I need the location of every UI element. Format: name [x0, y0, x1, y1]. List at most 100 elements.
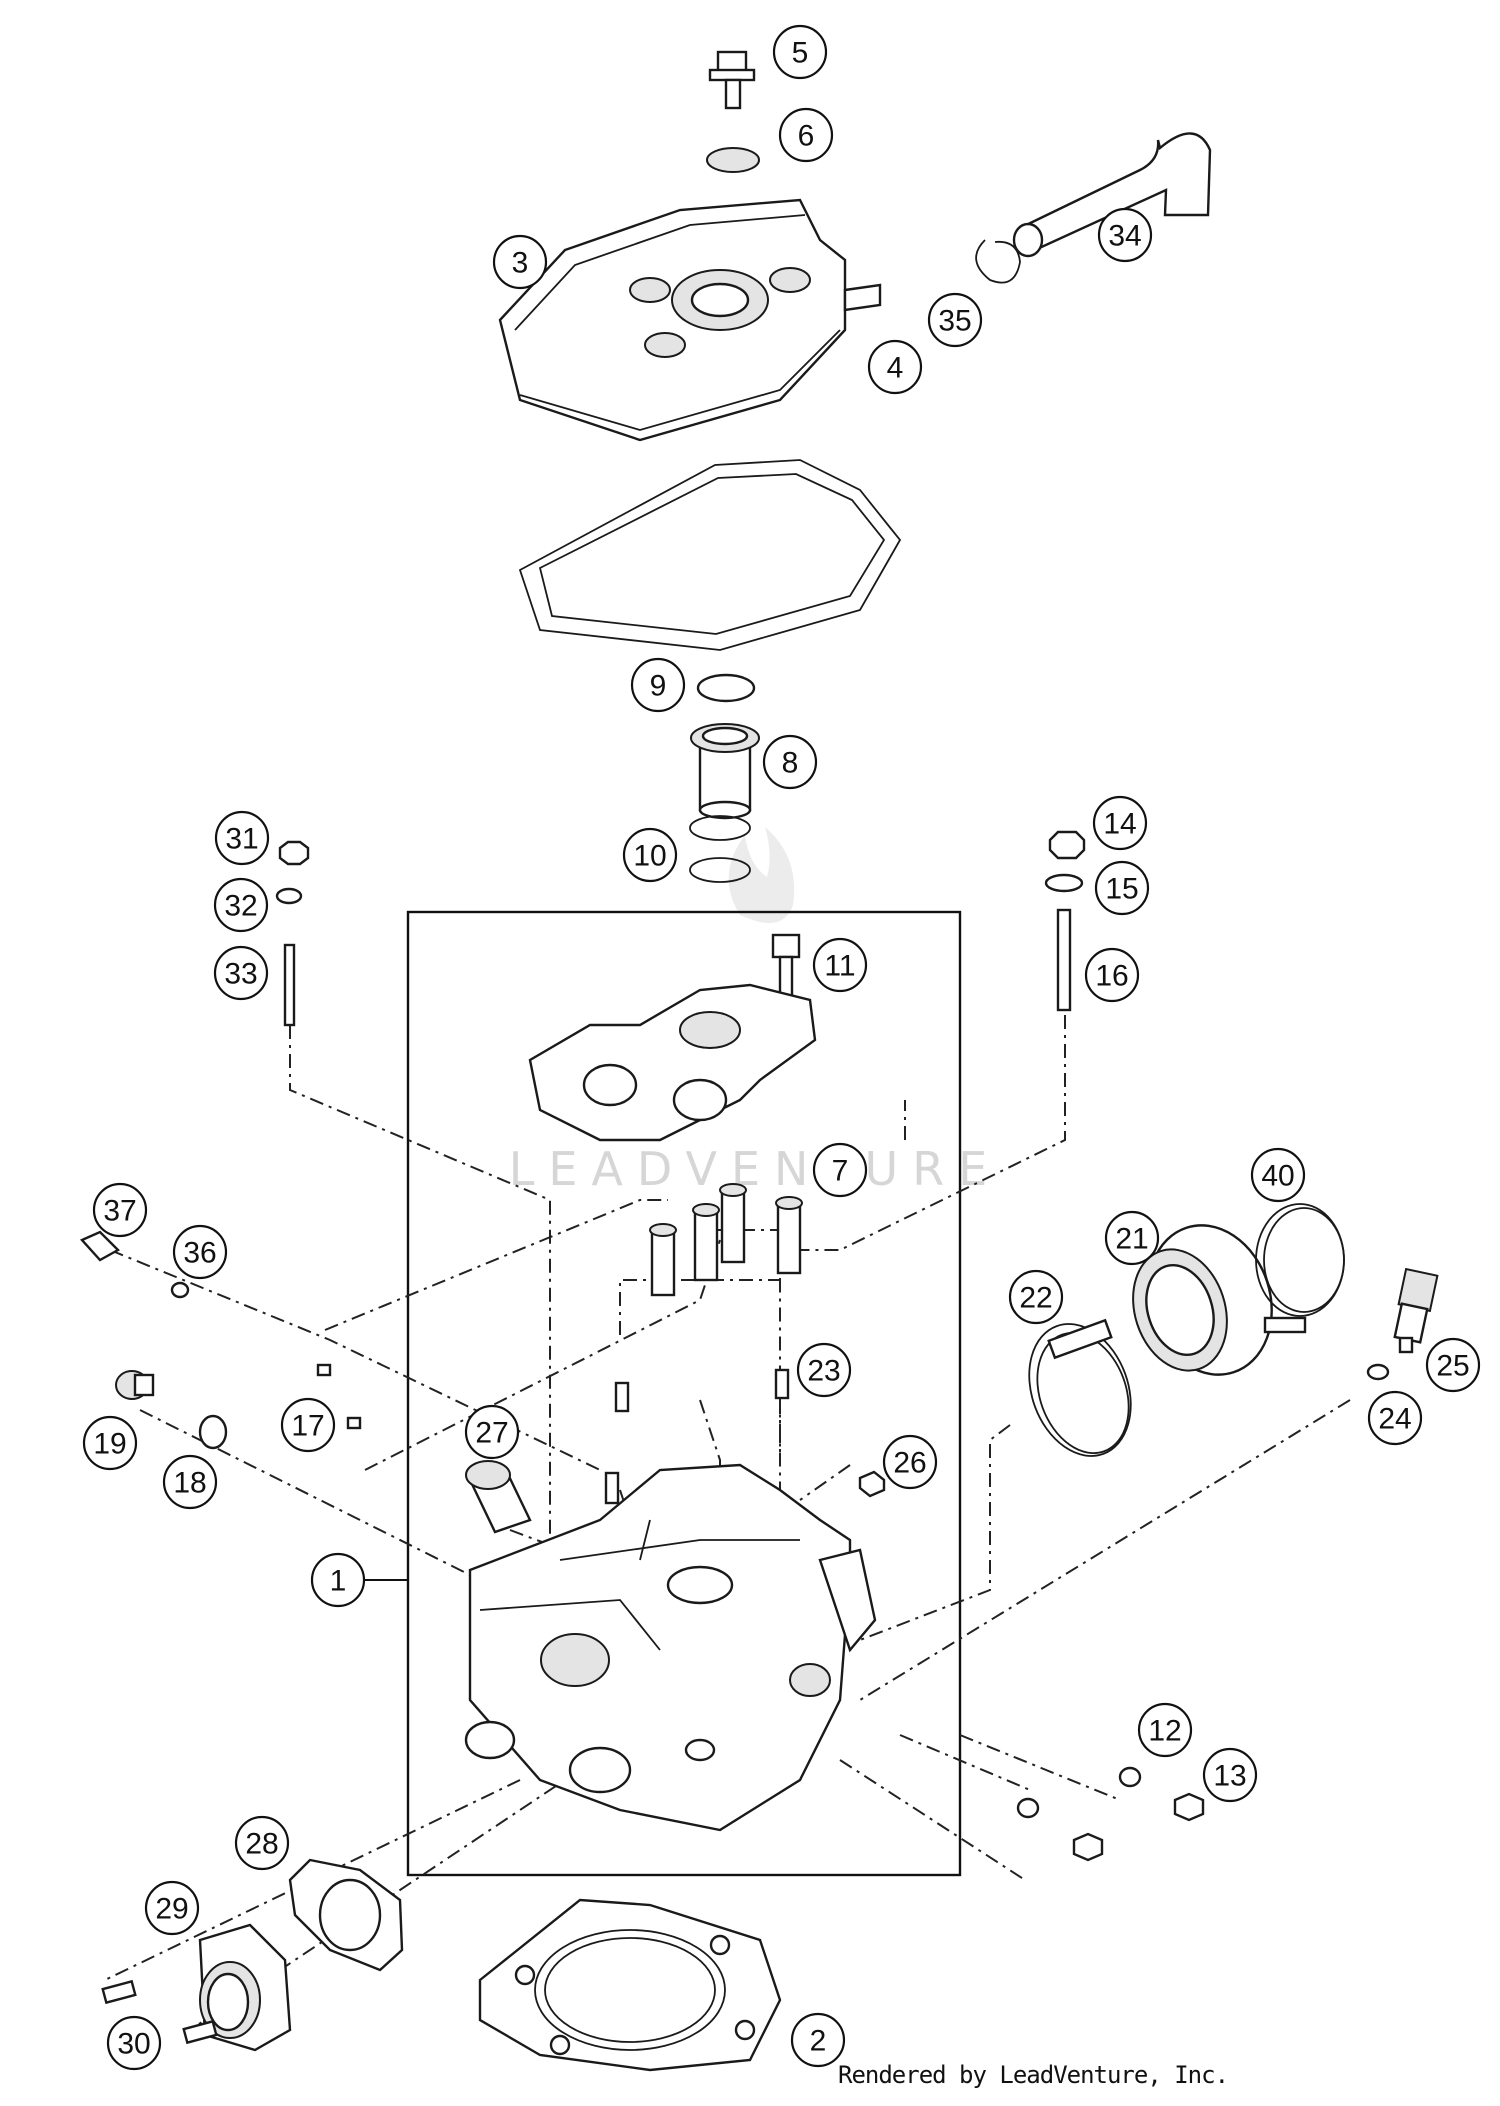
callout-32: 32: [213, 877, 269, 933]
cover-bolt-part: [708, 50, 756, 110]
oil-jet-part-a: [316, 1363, 332, 1377]
callout-number: 24: [1378, 1403, 1411, 1436]
callout-circle: [92, 1182, 148, 1238]
temperature-sensor-part: [1366, 1267, 1439, 1381]
plug-screw-lower: [1072, 1832, 1104, 1862]
flange-screw-a: [101, 1979, 137, 2005]
flange-screw-b: [182, 2019, 218, 2045]
callout-circle: [790, 2012, 846, 2068]
left-stud-parts: [275, 840, 310, 1027]
callout-11: 11: [812, 937, 868, 993]
callout-number: 26: [893, 1447, 926, 1480]
callout-19: 19: [82, 1415, 138, 1471]
callout-circle: [622, 827, 678, 883]
callout-number: 10: [633, 840, 666, 873]
exhaust-flange-part: [198, 1923, 292, 2052]
callout-circle: [106, 2015, 162, 2071]
callout-circle: [1008, 1269, 1064, 1325]
callout-number: 19: [93, 1428, 126, 1461]
callout-circle: [214, 810, 270, 866]
plug-screw-13-part: [1173, 1792, 1205, 1822]
callout-25: 25: [1425, 1337, 1481, 1393]
callout-4: 4: [867, 339, 923, 395]
callout-circle: [1084, 947, 1140, 1003]
callout-14: 14: [1092, 795, 1148, 851]
callout-number: 13: [1213, 1760, 1246, 1793]
callout-circle: [778, 107, 834, 163]
callout-30: 30: [106, 2015, 162, 2071]
callout-number: 29: [155, 1893, 188, 1926]
sealing-washer-lower: [1016, 1797, 1040, 1819]
callout-number: 35: [938, 305, 971, 338]
sealing-washer-12-part: [1118, 1766, 1142, 1788]
callout-circle: [796, 1342, 852, 1398]
callout-circle: [234, 1815, 290, 1871]
callout-number: 33: [224, 958, 257, 991]
dowel-pin-a: [614, 1381, 630, 1413]
callout-40: 40: [1250, 1147, 1306, 1203]
callout-circle: [882, 1434, 938, 1490]
callout-number: 14: [1103, 808, 1136, 841]
callout-number: 18: [173, 1467, 206, 1500]
callout-number: 5: [792, 37, 809, 70]
callout-number: 40: [1261, 1160, 1294, 1193]
callout-number: 25: [1436, 1350, 1469, 1383]
callout-34: 34: [1097, 207, 1153, 263]
spark-plug-tube-part: [690, 723, 760, 820]
callout-number: 15: [1105, 873, 1138, 906]
callout-circle: [280, 1397, 336, 1453]
dowel-pin-b: [604, 1471, 620, 1505]
callout-number: 8: [782, 747, 799, 780]
callout-number: 21: [1115, 1223, 1148, 1256]
callout-26: 26: [882, 1434, 938, 1490]
hose-clamp-part: [1028, 1318, 1132, 1457]
oil-jet-part-b: [346, 1416, 362, 1430]
callout-circle: [1367, 1390, 1423, 1446]
callout-number: 3: [512, 247, 529, 280]
callout-8: 8: [762, 734, 818, 790]
callout-6: 6: [778, 107, 834, 163]
callout-circle: [172, 1224, 228, 1280]
callout-circle: [144, 1880, 200, 1936]
callout-16: 16: [1084, 947, 1140, 1003]
callout-2: 2: [790, 2012, 846, 2068]
callout-number: 16: [1095, 960, 1128, 993]
callout-circle: [1425, 1337, 1481, 1393]
tube-seal-part: [696, 673, 756, 703]
watermark: LEADVENTURE: [509, 827, 1002, 1196]
dowel-pin-c: [774, 1368, 790, 1400]
callout-22: 22: [1008, 1269, 1064, 1325]
callout-circle: [812, 937, 868, 993]
callout-36: 36: [172, 1224, 228, 1280]
callout-5: 5: [772, 24, 828, 80]
callout-number: 32: [224, 890, 257, 923]
callout-circle: [213, 877, 269, 933]
callout-number: 12: [1148, 1715, 1181, 1748]
grommet-part: [706, 147, 760, 173]
plug-26-part: [858, 1470, 886, 1498]
callout-number: 34: [1108, 220, 1141, 253]
callout-15: 15: [1094, 860, 1150, 916]
callout-27: 27: [464, 1404, 520, 1460]
bleed-screw-part: [80, 1230, 190, 1299]
callout-circle: [82, 1415, 138, 1471]
intake-flange-part: [1132, 1224, 1273, 1376]
watermark-text: LEADVENTURE: [509, 1142, 1002, 1196]
callout-circle: [1092, 795, 1148, 851]
callout-circle: [310, 1552, 366, 1608]
flame-logo-icon: [728, 827, 795, 923]
callout-circle: [213, 945, 269, 1001]
callout-circle: [927, 292, 983, 348]
callout-28: 28: [234, 1815, 290, 1871]
callout-7: 7: [812, 1142, 868, 1198]
callout-circle: [492, 234, 548, 290]
callout-circle: [630, 657, 686, 713]
callout-circle: [762, 734, 818, 790]
hose-clip-part: [975, 239, 1021, 284]
callout-17: 17: [280, 1397, 336, 1453]
callout-number: 1: [330, 1565, 347, 1598]
callout-33: 33: [213, 945, 269, 1001]
head-gasket-part: [478, 1898, 782, 2072]
callout-circle: [1094, 860, 1150, 916]
